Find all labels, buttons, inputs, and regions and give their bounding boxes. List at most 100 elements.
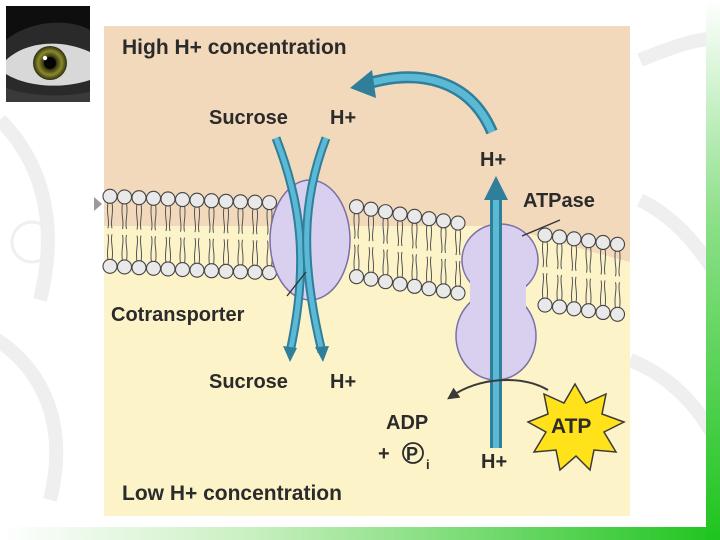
lipid-tail — [179, 205, 186, 264]
eye-photo — [6, 6, 90, 102]
lipid-tail — [353, 212, 360, 271]
lipid-tail — [193, 206, 201, 265]
lipid-head — [102, 258, 118, 274]
lipid-head — [377, 274, 394, 290]
lipid-tail — [121, 202, 128, 262]
lipid-head — [566, 301, 582, 317]
slide-accent-right-bar — [706, 0, 720, 540]
lipid-head — [174, 262, 191, 278]
lipid-head — [450, 285, 466, 301]
atp-star — [526, 382, 626, 472]
phosphate-subscript: i — [426, 457, 430, 472]
lipid-head — [189, 262, 205, 278]
lipid-head — [595, 304, 611, 321]
lipid-tail — [382, 217, 389, 276]
lipid-head — [377, 204, 394, 220]
cotransporter-top-h-label: H+ — [330, 107, 356, 129]
lipid-bilayer — [102, 188, 626, 322]
lipid-head — [348, 199, 365, 215]
plus-sign: + — [378, 443, 390, 465]
lipid-tail — [237, 207, 244, 266]
top-region-label: High H+ concentration — [122, 36, 347, 59]
lipid-head — [363, 201, 379, 217]
lipid-head — [406, 208, 423, 224]
lipid-head — [131, 260, 147, 276]
lipid-tail — [251, 208, 259, 267]
lipid-head — [566, 231, 582, 247]
lipid-head — [160, 191, 176, 207]
lipid-tail — [164, 204, 172, 264]
lipid-head — [131, 190, 147, 206]
lipid-head — [232, 194, 249, 210]
lipid-tail — [440, 226, 447, 285]
cotransporter-bottom-h-label: H+ — [330, 371, 356, 393]
lipid-head — [580, 303, 597, 319]
lipid-head — [102, 188, 118, 204]
adp-label: ADP — [386, 412, 428, 434]
lipid-tail — [396, 219, 404, 279]
lipid-head — [537, 227, 553, 243]
lipid-head — [392, 206, 408, 222]
lipid-head — [450, 215, 466, 231]
lipid-head — [247, 264, 263, 280]
lipid-tail — [541, 241, 549, 300]
phosphate-circle — [402, 442, 424, 464]
lipid-head — [174, 192, 191, 208]
bullet-arrow-icon — [94, 197, 102, 211]
lipid-tail — [425, 224, 433, 283]
lipid-tail — [570, 244, 578, 303]
lipid-tail — [222, 207, 230, 266]
lipid-head — [551, 229, 568, 245]
lipid-tail — [454, 228, 462, 288]
lipid-head — [232, 264, 249, 280]
membrane-top-fill — [104, 201, 630, 262]
lipid-tail — [150, 204, 157, 263]
bottom-region-label: Low H+ concentration — [122, 482, 342, 505]
atpase-bottom-h-label: H+ — [481, 451, 507, 473]
lipid-head — [551, 299, 568, 315]
lipid-head — [421, 281, 437, 297]
high-concentration-region — [104, 26, 630, 226]
lipid-head — [595, 234, 611, 251]
lipid-tail — [556, 242, 563, 302]
lipid-head — [421, 211, 437, 227]
lipid-tail — [208, 206, 215, 265]
lipid-head — [247, 194, 263, 210]
lipid-head — [537, 297, 553, 313]
membrane-transport-diagram: High H+ concentration Sucrose H+ H+ ATPa… — [102, 26, 630, 516]
lipid-head — [218, 193, 234, 209]
lipid-head — [203, 193, 220, 209]
lipid-tail — [599, 248, 607, 307]
lipid-head — [348, 269, 365, 285]
lipid-tail — [106, 202, 114, 261]
lipid-head — [160, 261, 176, 277]
atp-label: ATP — [551, 415, 591, 438]
lipid-head — [363, 271, 379, 287]
lipid-head — [145, 190, 162, 206]
lipid-tail — [614, 250, 621, 309]
slide-accent-bottom-bar — [0, 527, 720, 540]
lipid-head — [609, 306, 626, 322]
lipid-head — [189, 192, 205, 208]
cotransporter-bottom-sucrose-label: Sucrose — [209, 371, 288, 393]
lipid-head — [435, 213, 452, 229]
lipid-head — [145, 260, 162, 276]
lipid-head — [435, 283, 452, 299]
lipid-tail — [585, 246, 592, 305]
lipid-head — [609, 236, 626, 252]
lipid-tail — [367, 215, 375, 274]
cotransporter-label: Cotransporter — [111, 304, 245, 326]
lipid-head — [580, 233, 597, 249]
lipid-head — [116, 189, 133, 205]
cotransporter-top-sucrose-label: Sucrose — [209, 107, 288, 129]
atpase-top-h-label: H+ — [480, 149, 506, 171]
lipid-tail — [411, 222, 418, 281]
atp-hydrolysis-arrow — [447, 379, 549, 400]
lipid-tail — [135, 203, 143, 262]
atpase-label: ATPase — [523, 190, 595, 212]
lipid-head — [116, 259, 133, 275]
lipid-head — [203, 263, 220, 279]
lipid-head — [406, 278, 423, 294]
phosphate-label: P — [406, 444, 418, 464]
